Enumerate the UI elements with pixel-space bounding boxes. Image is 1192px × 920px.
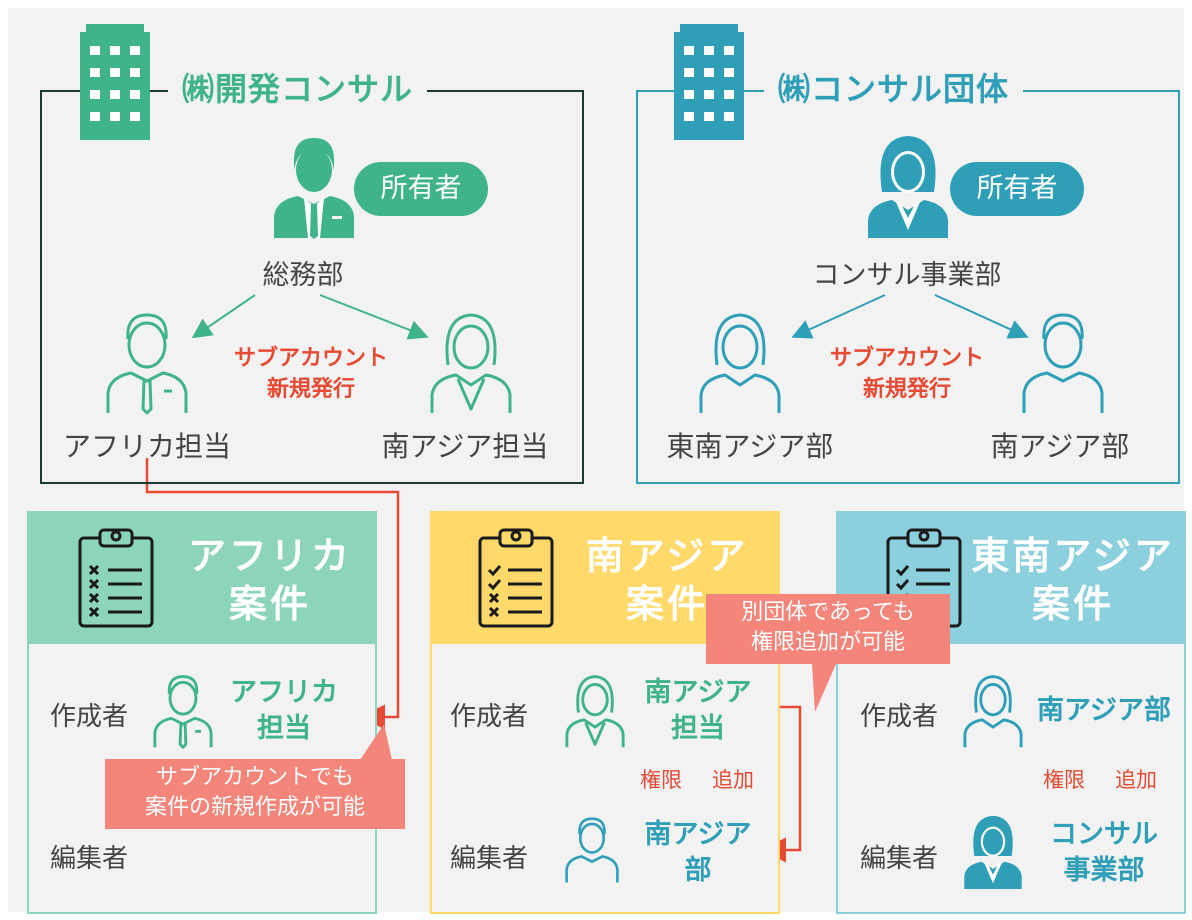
creator-person-icon [153, 675, 213, 749]
owner-person-icon [868, 136, 948, 238]
project-africa-title-2: 案件 [228, 582, 311, 626]
south-asia-staff-name: 南アジア担当 [381, 430, 549, 463]
subaccount-label-right-1: サブアカウント [829, 346, 985, 371]
creator-name: 南アジア部 [1037, 695, 1171, 726]
permission-label-1: 権限 [640, 768, 682, 792]
callout-cross-org: 別団体であっても 権限追加が可能 [706, 594, 950, 664]
owner-person-icon [274, 138, 354, 239]
permission-label-2: 追加 [1115, 768, 1157, 792]
org-left-title: ㈱開発コンサル [168, 64, 428, 110]
subaccount-label-left-2: 新規発行 [266, 377, 356, 402]
creator-name-2: 担当 [671, 713, 725, 744]
project-africa-header [27, 511, 377, 643]
owner-name-right: コンサル事業部 [812, 260, 1002, 291]
clipboard-checklist-icon [478, 528, 554, 628]
creator-person-icon [565, 675, 625, 748]
editor-name-2: 部 [684, 855, 712, 886]
editor-person-icon [964, 815, 1022, 890]
callout-cross-org-line-1: 別団体であっても [741, 600, 915, 625]
building-icon [80, 24, 150, 140]
arrow-owner-to-southeast-asia [791, 294, 886, 339]
editor-label: 編集者 [450, 844, 529, 874]
creator-label: 作成者 [860, 702, 939, 732]
callout-cross-org-line-2: 権限追加が可能 [750, 630, 905, 655]
editor-label: 編集者 [50, 844, 129, 874]
owner-badge-left: 所有者 [354, 162, 488, 216]
editor-name-2: 事業部 [1063, 855, 1145, 886]
editor-label: 編集者 [860, 844, 939, 874]
southeast-asia-staff-name: 東南アジア部 [666, 430, 834, 463]
arrow-cross-org-permission [760, 705, 802, 863]
org-right-title: ㈱コンサル団体 [764, 64, 1024, 110]
south-asia-dept-name: 南アジア部 [990, 430, 1130, 463]
callout-subaccount-line-2: 案件の新規作成が可能 [144, 795, 365, 820]
editor-person-icon [565, 817, 619, 883]
building-icon [674, 24, 744, 140]
creator-name: 南アジア [644, 677, 752, 708]
project-southeast-asia-title-2: 案件 [1031, 582, 1114, 626]
creator-name-2: 担当 [257, 713, 311, 744]
subaccount-label-left-1: サブアカウント [233, 346, 389, 371]
south-asia-dept-icon [1022, 313, 1104, 413]
subaccount-label-right-2: 新規発行 [862, 377, 952, 402]
editor-name: 南アジア [644, 819, 752, 850]
project-africa-title-1: アフリカ [187, 534, 352, 578]
project-southeast-asia-title-1: 東南アジア [971, 534, 1175, 578]
arrow-owner-to-south-asia-dept [934, 294, 1029, 339]
permission-label-1: 権限 [1043, 768, 1085, 792]
permission-label-2: 追加 [712, 768, 754, 792]
creator-label: 作成者 [450, 702, 529, 732]
editor-name: コンサル [1050, 819, 1158, 850]
owner-badge-right: 所有者 [950, 162, 1084, 216]
arrow-owner-to-africa [191, 294, 256, 339]
south-asia-staff-icon [430, 313, 512, 413]
creator-person-icon [963, 675, 1023, 748]
arrow-africa-subaccount-create [145, 458, 400, 730]
callout-subaccount: サブアカウントでも 案件の新規作成が可能 [105, 759, 405, 829]
owner-name-left: 総務部 [262, 260, 344, 291]
africa-staff-name: アフリカ担当 [62, 430, 232, 463]
project-south-asia-body [430, 642, 780, 914]
project-south-asia-title-2: 案件 [625, 582, 708, 626]
creator-label: 作成者 [50, 702, 129, 732]
callout-subaccount-line-1: サブアカウントでも [155, 765, 354, 790]
southeast-asia-staff-icon [699, 313, 781, 413]
africa-staff-icon [106, 313, 188, 415]
creator-name: アフリカ [230, 677, 338, 708]
arrow-owner-to-south-asia [319, 294, 429, 340]
project-south-asia-title-1: 南アジア [585, 534, 749, 578]
clipboard-checklist-icon [78, 528, 154, 628]
